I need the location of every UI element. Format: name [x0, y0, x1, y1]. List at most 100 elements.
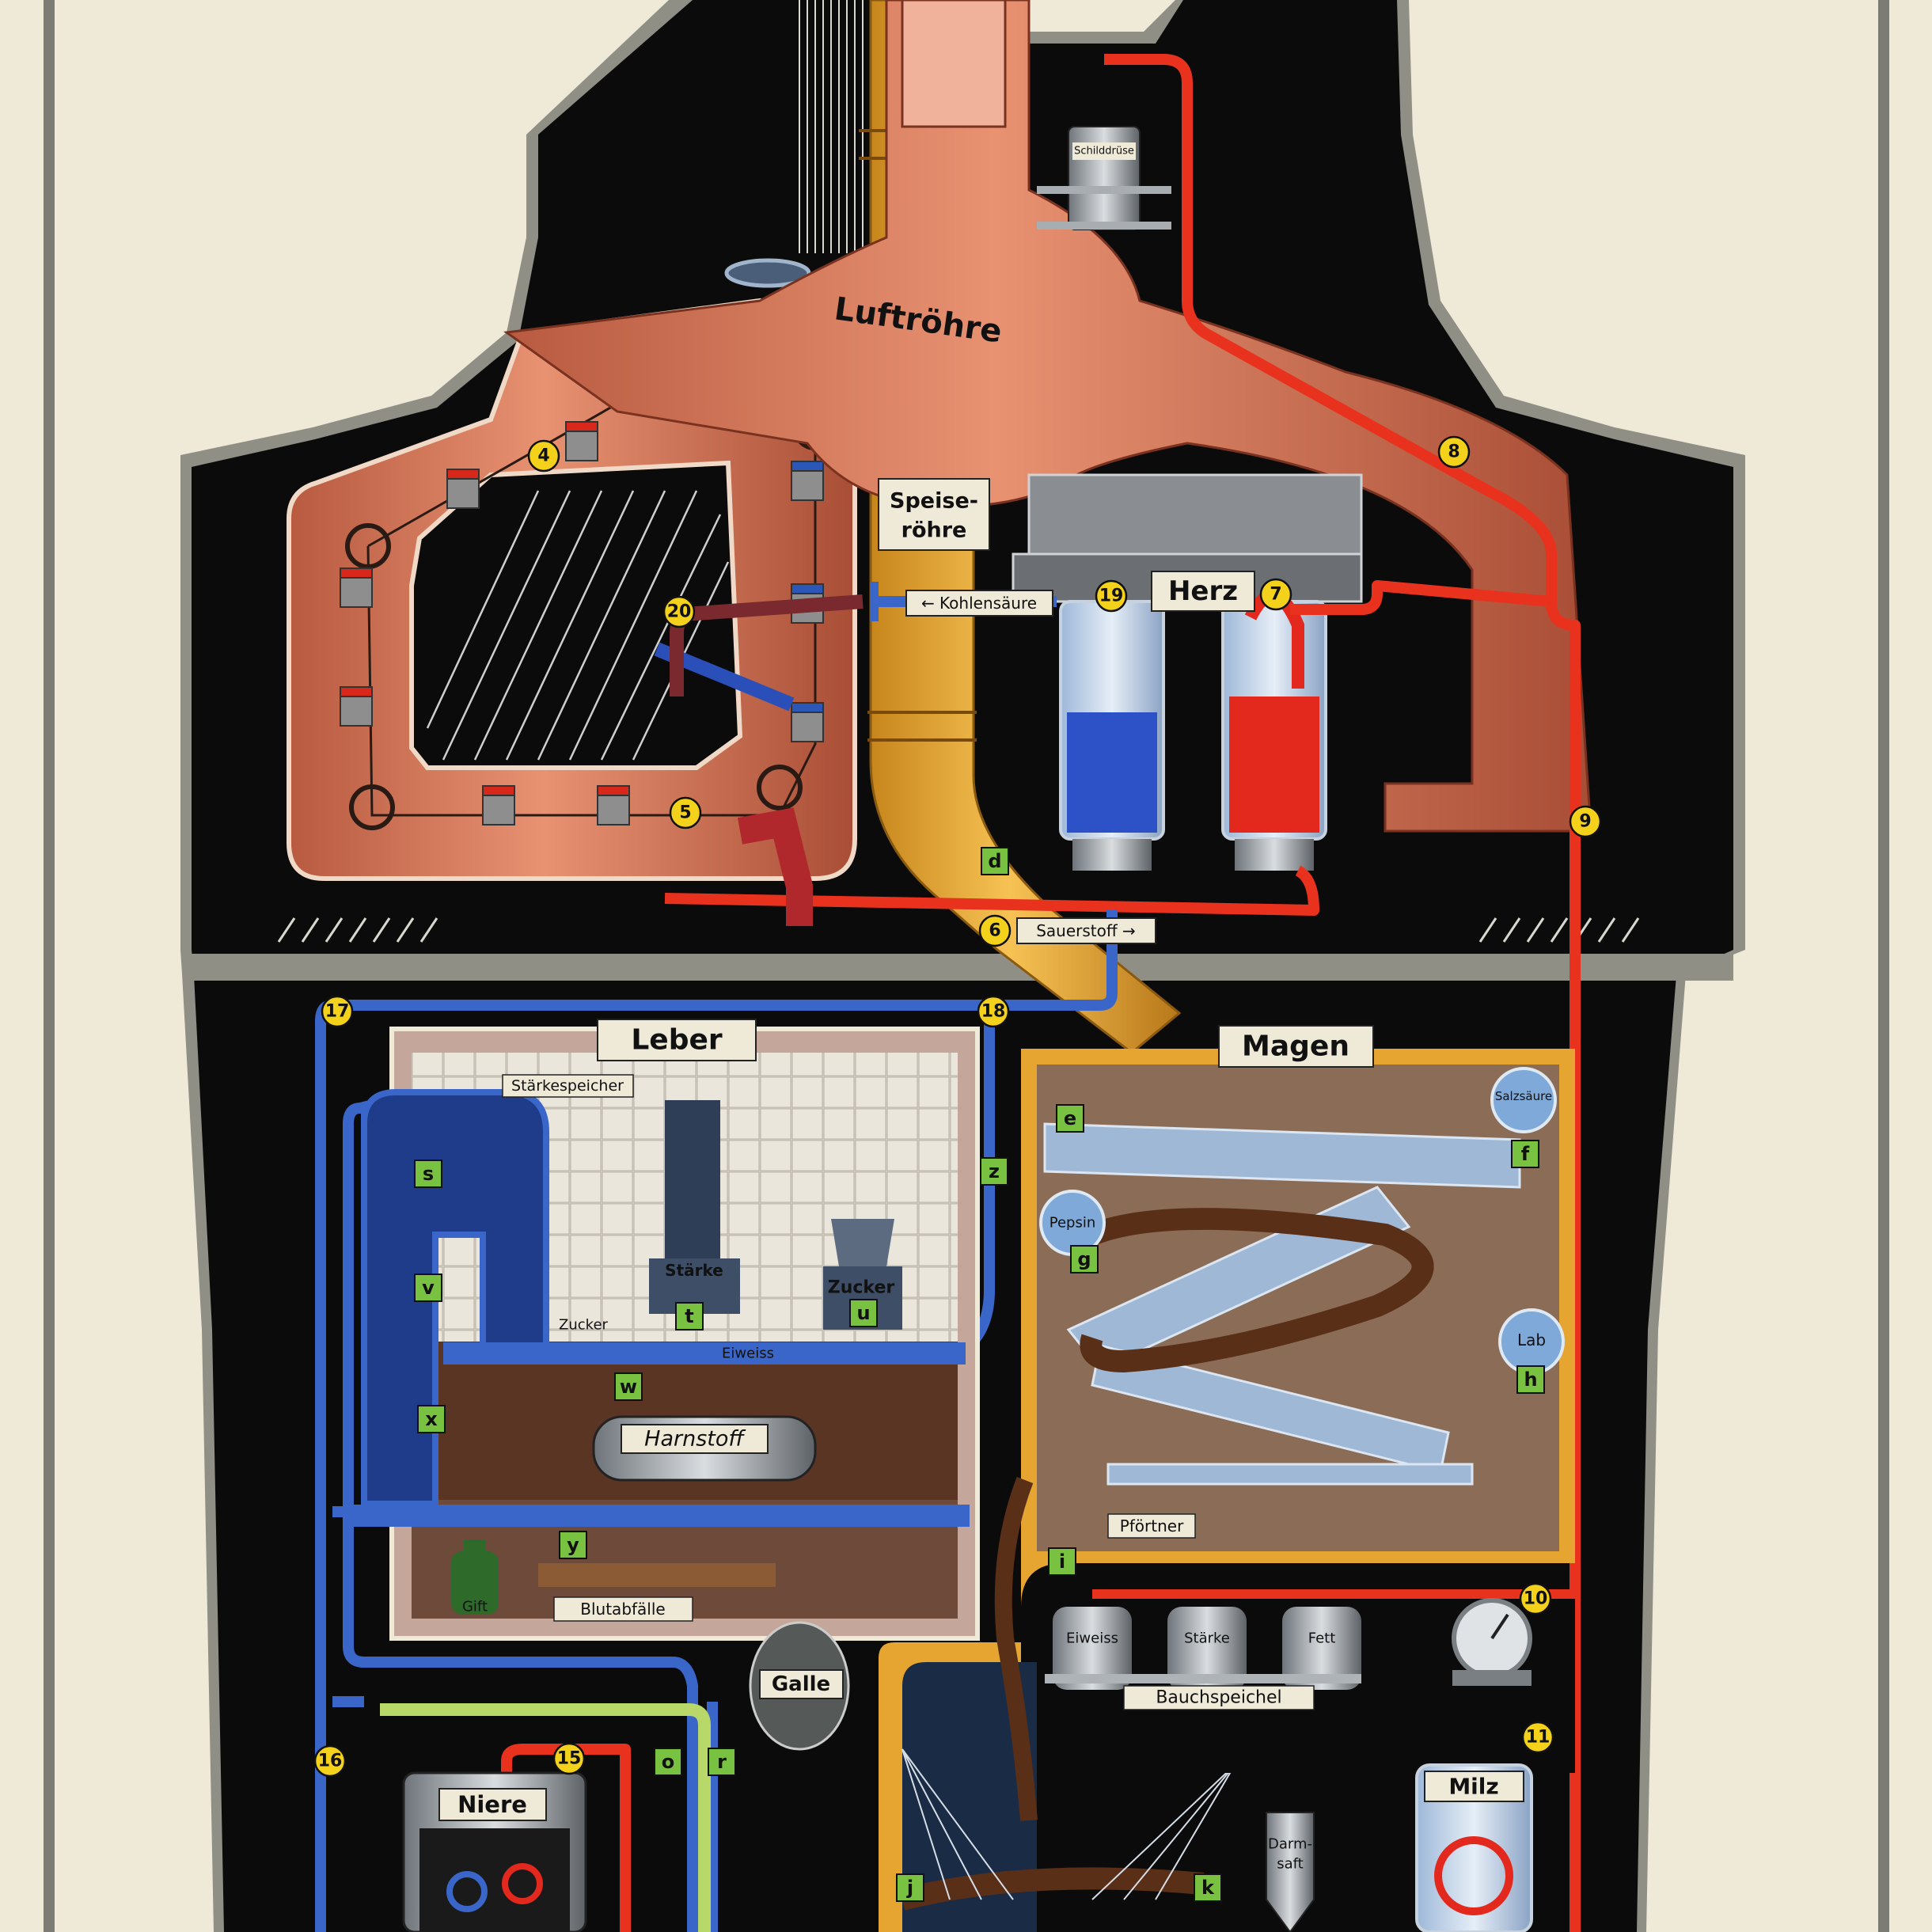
number-badge-6: 6 — [978, 914, 1012, 947]
number-badge-text: 16 — [318, 1752, 343, 1771]
number-badge-text: 19 — [1099, 586, 1124, 606]
neck-basin — [724, 258, 811, 288]
letter-badge-text: k — [1201, 1877, 1215, 1899]
number-badge-text: 8 — [1448, 442, 1459, 462]
label-blood-waste: Blutabfälle — [580, 1600, 665, 1619]
letter-badge-r: r — [708, 1748, 736, 1776]
label-kidney: Niere — [457, 1791, 527, 1818]
label-sugar-floor: Zucker — [559, 1317, 608, 1334]
liver-factory — [348, 1027, 980, 1932]
label-starch-store: Stärkespeicher — [511, 1077, 624, 1095]
letter-badge-z: z — [980, 1157, 1008, 1186]
label-co2: ← Kohlensäure — [921, 594, 1037, 613]
letter-badge-text: j — [906, 1877, 913, 1899]
label-sugar: Zucker — [828, 1278, 895, 1298]
spleen-tank — [1415, 1763, 1533, 1932]
letter-badge-y: y — [559, 1531, 587, 1559]
trachea-neck — [901, 0, 1007, 128]
letter-badge-f: f — [1511, 1140, 1539, 1168]
letter-badge-text: s — [423, 1163, 434, 1185]
letter-badge-text: r — [717, 1751, 727, 1773]
chest-floor-hatching — [277, 917, 1640, 943]
number-badge-text: 20 — [667, 602, 692, 622]
letter-badge-u: u — [849, 1299, 878, 1327]
label-spleen: Milz — [1448, 1774, 1498, 1800]
label-pancreas-tank-3: Fett — [1308, 1630, 1336, 1647]
lung-machine — [287, 298, 864, 881]
label-thyroid: Schilddrüse — [1074, 146, 1134, 158]
number-badge-4: 4 — [527, 439, 560, 473]
number-badge-text: 6 — [989, 921, 1000, 941]
conveyor-wheel — [757, 765, 803, 810]
letter-badge-text: z — [989, 1160, 1000, 1182]
number-badge-18: 18 — [977, 995, 1010, 1028]
letter-badge-text: x — [425, 1408, 438, 1430]
letter-badge-j: j — [896, 1873, 924, 1902]
oxygen-conveyor — [737, 807, 813, 926]
label-protein: Eiweiss — [722, 1346, 774, 1362]
number-badge-text: 7 — [1270, 585, 1281, 605]
letter-badge-text: h — [1524, 1368, 1537, 1391]
label-pepsin: Pepsin — [1050, 1215, 1096, 1232]
number-badge-text: 5 — [679, 803, 691, 823]
letter-badge-o: o — [654, 1748, 682, 1776]
number-badge-text: 9 — [1579, 812, 1591, 832]
number-badges: 4 5 6 7 8 9 10 11 15 16 17 18 19 20 — [313, 435, 1602, 1778]
letter-badge-text: i — [1059, 1551, 1065, 1573]
label-oxygen: Sauerstoff → — [1036, 921, 1136, 940]
number-badge-7: 7 — [1259, 578, 1292, 611]
label-esophagus-2: röhre — [901, 518, 967, 543]
label-pancreas: Bauchspeichel — [1156, 1688, 1281, 1708]
label-bile: Galle — [772, 1672, 830, 1696]
number-badge-10: 10 — [1519, 1582, 1552, 1615]
number-badge-text: 17 — [325, 1002, 350, 1022]
letter-badge-h: h — [1516, 1365, 1545, 1394]
number-badge-11: 11 — [1521, 1721, 1554, 1754]
letter-badge-text: t — [685, 1305, 693, 1327]
label-heart: Herz — [1168, 575, 1238, 607]
number-badge-text: 11 — [1526, 1728, 1551, 1748]
label-poison: Gift — [462, 1599, 488, 1615]
conveyor-wheel — [349, 784, 395, 830]
label-pylorus: Pförtner — [1120, 1516, 1184, 1535]
label-hcl: Salzsäure — [1495, 1089, 1552, 1103]
conveyor-wheel — [345, 523, 391, 569]
letter-badge-text: d — [988, 850, 1001, 872]
letter-badge-text: f — [1521, 1143, 1530, 1165]
artery-network — [501, 54, 1581, 1932]
neck-water-lines — [799, 0, 871, 253]
letter-badge-text: y — [567, 1534, 579, 1556]
number-badge-20: 20 — [662, 595, 696, 628]
number-badge-19: 19 — [1095, 579, 1128, 613]
letter-badge-text: w — [620, 1376, 637, 1398]
label-stomach: Magen — [1242, 1031, 1349, 1063]
letter-badge-t: t — [675, 1302, 704, 1330]
letter-badge-g: g — [1070, 1245, 1099, 1273]
letter-badge-text: o — [662, 1751, 675, 1773]
label-rennet: Lab — [1517, 1330, 1546, 1349]
diaphragm — [192, 954, 1733, 981]
letter-badges: d e f g h i j k o r s t u v w x y z — [414, 847, 1545, 1902]
number-badge-16: 16 — [313, 1744, 347, 1778]
letter-badge-text: u — [856, 1302, 870, 1324]
number-badge-5: 5 — [669, 796, 702, 829]
letter-badge-d: d — [981, 847, 1009, 875]
label-urea: Harnstoff — [644, 1427, 746, 1452]
letter-badge-x: x — [417, 1405, 446, 1433]
stomach-factory — [879, 1049, 1575, 1932]
number-badge-15: 15 — [552, 1742, 586, 1775]
letter-badge-i: i — [1048, 1547, 1076, 1576]
letter-badge-e: e — [1056, 1104, 1084, 1133]
letter-badge-text: v — [422, 1277, 435, 1299]
letter-badge-text: e — [1064, 1107, 1076, 1129]
letter-badge-w: w — [614, 1372, 643, 1401]
letter-badge-text: g — [1077, 1248, 1091, 1270]
label-pancreas-tank-1: Eiweiss — [1066, 1630, 1118, 1647]
label-pancreas-tank-2: Stärke — [1184, 1630, 1230, 1647]
number-badge-text: 18 — [981, 1002, 1006, 1022]
letter-badge-k: k — [1194, 1873, 1222, 1902]
label-liver: Leber — [631, 1024, 723, 1057]
label-starch: Stärke — [665, 1261, 723, 1280]
number-badge-9: 9 — [1569, 805, 1602, 838]
